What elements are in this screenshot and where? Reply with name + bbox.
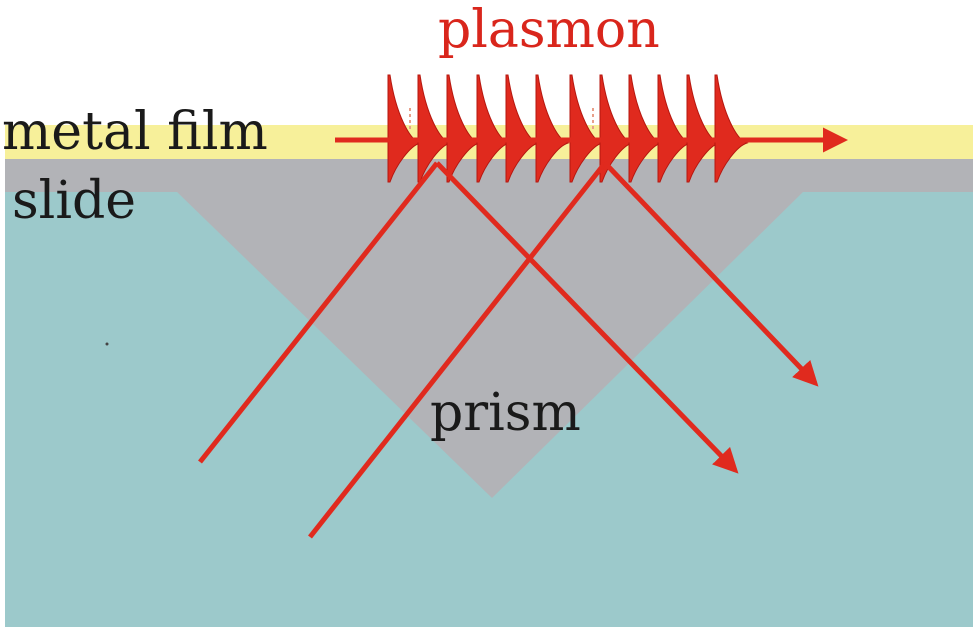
label-plasmon: plasmon [438, 0, 660, 60]
light-beams [198, 161, 819, 539]
reflected-beam-right [603, 161, 819, 387]
incident-beam-left [198, 161, 439, 464]
plasmon-field-profiles [387, 74, 749, 183]
prism-body [175, 190, 805, 498]
plasmon-profile [714, 74, 749, 183]
label-prism: prism [430, 383, 581, 443]
incident-beam-right [308, 161, 607, 539]
reflected-beam-left [435, 161, 739, 474]
dotted-markers [409, 108, 594, 130]
speck [105, 342, 109, 346]
plasmon-profile [535, 74, 570, 183]
slide-strip [5, 158, 973, 192]
label-slide: slide [12, 171, 136, 231]
label-metal-film: metal film [2, 102, 268, 162]
